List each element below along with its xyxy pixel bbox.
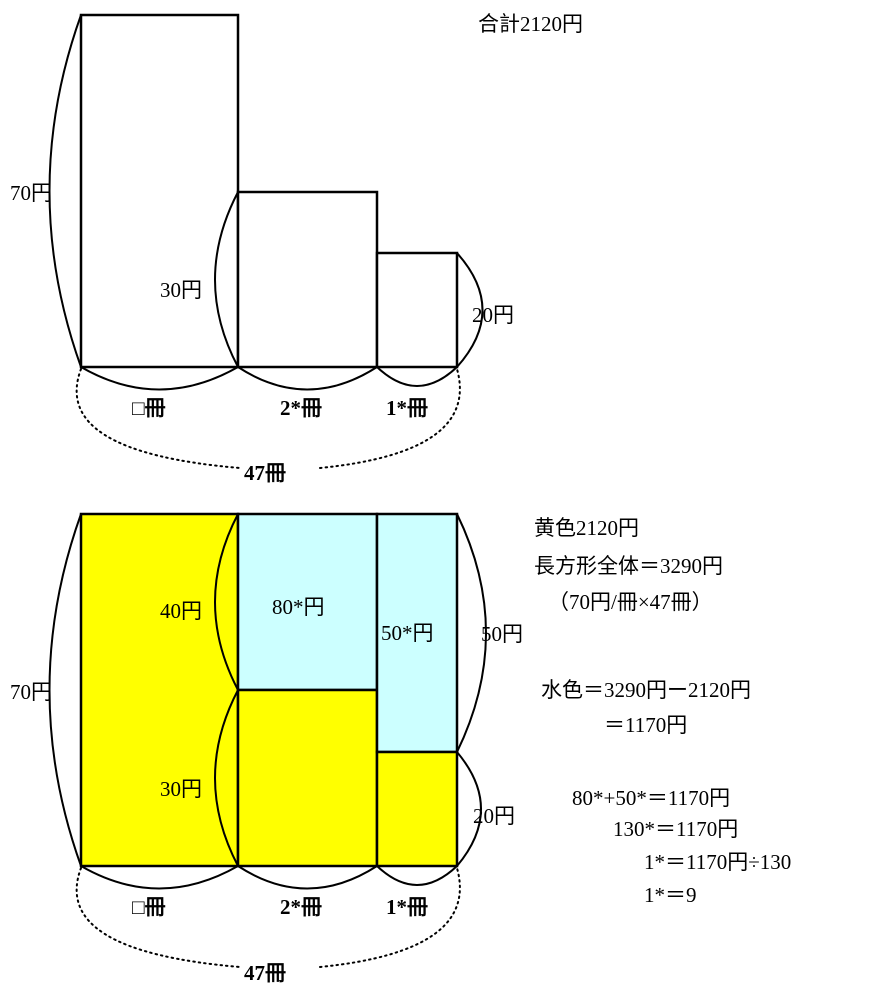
top-rect-20 — [375, 251, 459, 369]
bottom-area-50-label: 50*円 — [381, 621, 434, 645]
top-rect-70 — [79, 13, 240, 369]
top-books-unknown-label: □冊 — [132, 396, 166, 420]
bottom-books-1-label: 1*冊 — [386, 895, 428, 919]
bottom-books-unknown-label: □冊 — [132, 895, 166, 919]
bottom-brace-30 — [214, 689, 239, 867]
top-books-total-label: 47冊 — [244, 461, 286, 485]
top-height-20-label: 20円 — [472, 303, 514, 327]
bottom-rect-middle-cyan — [236, 512, 379, 692]
bottom-area-80-label: 80*円 — [272, 595, 325, 619]
bottom-height-40-label: 40円 — [160, 599, 202, 623]
bottom-books-2-label: 2*冊 — [280, 895, 322, 919]
note-cyan-result: ＝1170円 — [604, 713, 687, 737]
top-rect-30 — [236, 190, 379, 369]
note-rectangle-calc: （70円/冊×47冊） — [548, 590, 713, 614]
bottom-brace-70 — [48, 513, 82, 867]
top-brace-70 — [48, 14, 82, 368]
top-height-70-label: 70円 — [10, 181, 52, 205]
bottom-rect-left — [79, 512, 240, 868]
bottom-brace-50 — [456, 513, 487, 753]
top-total-label: 合計2120円 — [478, 12, 583, 36]
note-equation-2: 130*＝1170円 — [613, 817, 738, 841]
top-brace-bottom-2 — [237, 366, 378, 391]
bottom-rect-middle-yellow — [236, 688, 379, 868]
top-brace-20 — [456, 252, 484, 368]
note-equation-4: 1*＝9 — [644, 883, 697, 907]
bottom-rect-right-yellow — [375, 750, 459, 868]
bottom-books-total-label: 47冊 — [244, 961, 286, 985]
top-brace-bottom-unknown — [80, 366, 239, 391]
top-brace-30 — [214, 191, 239, 368]
note-equation-1: 80*+50*＝1170円 — [572, 786, 730, 810]
bottom-brace-bottom-unknown — [80, 865, 239, 890]
top-brace-bottom-1 — [376, 366, 458, 387]
bottom-brace-20 — [456, 751, 482, 867]
bottom-height-30-label: 30円 — [160, 777, 202, 801]
bottom-height-70-label: 70円 — [10, 680, 52, 704]
note-equation-3: 1*＝1170円÷130 — [644, 850, 791, 874]
note-yellow-total: 黄色2120円 — [534, 516, 639, 540]
top-height-30-label: 30円 — [160, 278, 202, 302]
note-rectangle-total: 長方形全体＝3290円 — [534, 554, 723, 578]
top-brace-total — [75, 368, 461, 469]
bottom-height-20-label: 20円 — [473, 804, 515, 828]
bottom-height-50-label: 50円 — [481, 622, 523, 646]
bottom-diagram: 70円 40円 30円 80*円 50*円 50円 20円 □冊 2*冊 1*冊… — [10, 512, 523, 985]
bottom-brace-bottom-2 — [237, 865, 378, 890]
note-cyan-calc: 水色＝3290円ー2120円 — [541, 678, 751, 702]
top-diagram: 合計2120円 70円 30円 20円 □冊 2*冊 1*冊 47冊 — [10, 12, 583, 485]
top-books-1-label: 1*冊 — [386, 396, 428, 420]
bottom-brace-40 — [214, 513, 239, 691]
bottom-brace-total — [75, 867, 461, 968]
bottom-brace-bottom-1 — [376, 865, 458, 886]
explanation-notes: 黄色2120円 長方形全体＝3290円 （70円/冊×47冊） 水色＝3290円… — [534, 516, 791, 907]
top-books-2-label: 2*冊 — [280, 396, 322, 420]
